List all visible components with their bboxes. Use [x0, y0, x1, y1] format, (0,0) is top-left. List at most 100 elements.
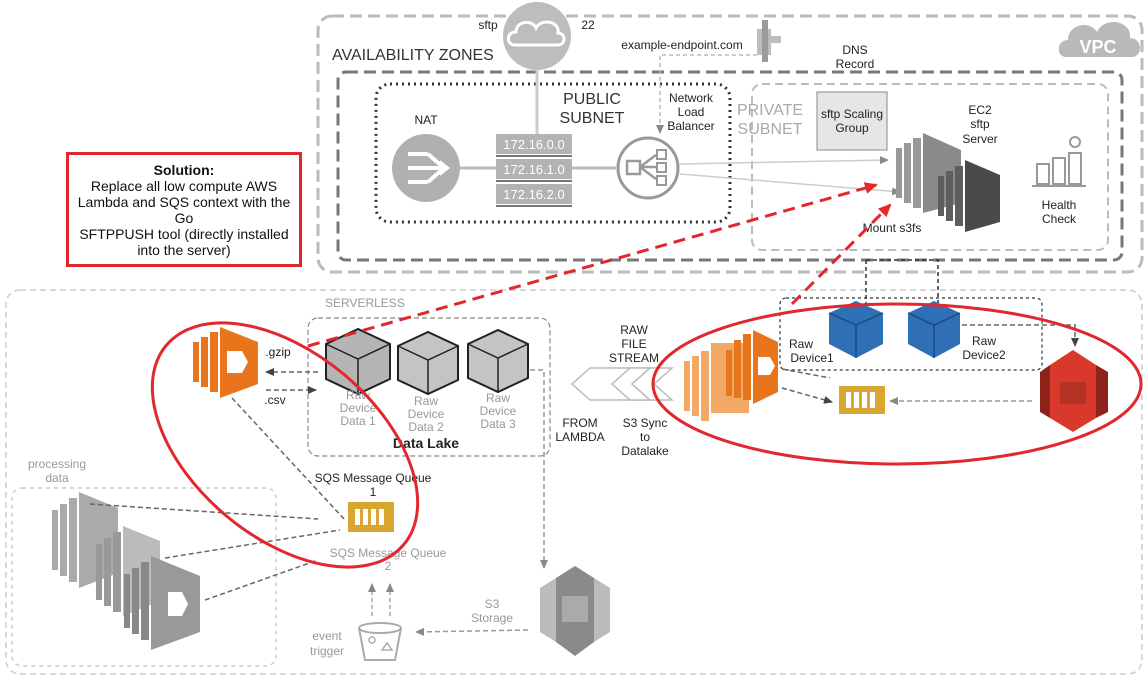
- network-load-balancer-icon: [616, 136, 680, 200]
- solution-callout: Solution: Replace all low compute AWS La…: [66, 152, 302, 267]
- processing-link-2: [164, 529, 341, 559]
- device-data-3-label-3: Data 3: [480, 417, 516, 431]
- solution-line-2: Lambda and SQS context with the Go: [77, 193, 291, 226]
- scaling-group-label-2: Group: [835, 121, 869, 135]
- s3-bucket-icon: [1040, 350, 1108, 432]
- raw-file-stream-label-3: STREAM: [609, 351, 659, 365]
- lambda-function-icon-left: [193, 327, 258, 398]
- dns-to-nlb-arrow: [656, 54, 757, 134]
- ec2-to-device2-link: [866, 259, 939, 306]
- sftp-cloud-icon: [503, 2, 571, 70]
- processing-link-3: [204, 559, 319, 601]
- s3-sync-label-1: S3 Sync: [623, 416, 668, 430]
- raw-devices-box: [779, 297, 1043, 371]
- sftp-label: sftp: [478, 18, 498, 32]
- left-highlight-ellipse: [150, 321, 420, 569]
- raw-file-stream-label-2: FILE: [621, 337, 646, 351]
- raw-file-stream-label-1: RAW: [620, 323, 648, 337]
- solution-title: Solution:: [153, 161, 215, 178]
- lambda-to-sqs-arrow: [781, 387, 833, 404]
- ip-range-1: 172.16.0.0: [503, 137, 564, 152]
- public-subnet-label-1: PUBLIC: [563, 91, 621, 108]
- sqs1-label-1: SQS Message Queue: [315, 471, 432, 485]
- lambda-function-icon-processing-3: [124, 556, 200, 650]
- csv-label: .csv: [264, 393, 285, 407]
- sqs2-label-2: 2: [385, 559, 392, 573]
- ip-range-2: 172.16.1.0: [503, 162, 564, 177]
- ebs-volume-icon-1: [828, 301, 884, 358]
- vpc-boundary: [316, 14, 1144, 274]
- lambda-to-sqs1-link: [231, 397, 346, 521]
- s3-sync-label-3: Datalake: [621, 444, 669, 458]
- ip-range-stack: 172.16.0.0 172.16.1.0 172.16.2.0: [496, 134, 572, 207]
- endpoint-label: example-endpoint.com: [621, 38, 742, 52]
- ip-range-3: 172.16.2.0: [503, 187, 564, 202]
- ec2-label-3: Server: [962, 132, 997, 146]
- device-data-1-label-3: Data 1: [340, 414, 376, 428]
- nlb-label-3: Balancer: [667, 119, 714, 133]
- health-check-label-2: Check: [1042, 212, 1077, 226]
- device-data-2-label-3: Data 2: [408, 420, 444, 434]
- ec2-server-icon-front: [938, 160, 1000, 232]
- public-subnet-label-2: SUBNET: [560, 110, 625, 127]
- vpc-label: VPC: [1079, 37, 1116, 57]
- from-lambda-label-2: LAMBDA: [555, 430, 604, 444]
- nlb-to-ec2-arrow-1: [679, 156, 889, 165]
- event-trigger-label-1: event: [312, 629, 342, 643]
- device-data-2-label-1: Raw: [414, 394, 438, 408]
- lambda-function-icon-right: [684, 330, 778, 421]
- health-check-label-1: Health: [1042, 198, 1077, 212]
- nlb-to-ec2-arrow-2: [679, 173, 901, 196]
- right-highlight-ellipse: [651, 302, 1143, 466]
- dns-label-2: Record: [836, 57, 875, 71]
- s3-storage-label-1: S3: [485, 597, 500, 611]
- private-subnet-boundary: [751, 83, 1109, 251]
- s3-storage-icon: [540, 566, 610, 656]
- device2-to-s3-arrow: [962, 324, 1079, 347]
- private-subnet-label-1: PRIVATE: [737, 102, 803, 119]
- availability-zones-label: AVAILABILITY ZONES: [332, 47, 494, 64]
- sqs1-label-2: 1: [370, 485, 377, 499]
- ec2-label-2: sftp: [970, 117, 990, 131]
- device-data-icon-3: [467, 328, 529, 394]
- ebs-volume-icon-2: [907, 301, 961, 358]
- public-subnet-boundary: [374, 82, 732, 224]
- raw-device1-label-2: Device1: [790, 351, 834, 365]
- lambda-to-device-link: [781, 368, 831, 379]
- device-data-2-label-2: Device: [408, 407, 445, 421]
- gzip-label: .gzip: [265, 345, 291, 359]
- s3-storage-label-2: Storage: [471, 611, 513, 625]
- sqs2-label-1: SQS Message Queue: [330, 546, 447, 560]
- nlb-label-1: Network: [669, 91, 714, 105]
- sqs-queue-icon-right: [839, 386, 885, 414]
- solution-line-1: Replace all low compute AWS: [90, 177, 278, 194]
- sftp-port-label: 22: [581, 18, 595, 32]
- processing-data-box: [11, 487, 277, 667]
- ec2-label-1: EC2: [968, 103, 992, 117]
- device-data-1-label-2: Device: [340, 401, 377, 415]
- lambda-to-ec2-red-arrow: [307, 182, 878, 348]
- datalake-to-s3-arrow: [530, 369, 548, 569]
- sqs-queue-icon-left: [348, 502, 394, 532]
- devices-to-ec2-red-arrow: [790, 203, 892, 306]
- raw-device2-label-2: Device2: [962, 348, 1006, 362]
- vpc-cloud-icon: VPC: [1058, 21, 1141, 57]
- nlb-label-2: Load: [678, 105, 705, 119]
- event-trigger-label-2: trigger: [310, 644, 344, 658]
- data-lake-label: Data Lake: [393, 435, 459, 451]
- solution-line-4: into the server): [137, 241, 231, 258]
- device-data-3-label-2: Device: [480, 404, 517, 418]
- serverless-label: SERVERLESS: [325, 296, 405, 310]
- raw-device1-label-1: Raw: [789, 337, 813, 351]
- dns-label-1: DNS: [842, 43, 867, 57]
- event-trigger-bucket-icon: [358, 622, 402, 661]
- mount-s3fs-label: Mount s3fs: [863, 221, 922, 235]
- processing-label-1: processing: [28, 457, 86, 471]
- from-lambda-label-1: FROM: [562, 416, 597, 430]
- scaling-group-label-1: sftp Scaling: [821, 107, 883, 121]
- device-data-icon-2: [397, 330, 459, 396]
- dns-record-icon: [757, 20, 781, 62]
- serverless-boundary: [5, 289, 1143, 675]
- processing-label-2: data: [45, 471, 69, 485]
